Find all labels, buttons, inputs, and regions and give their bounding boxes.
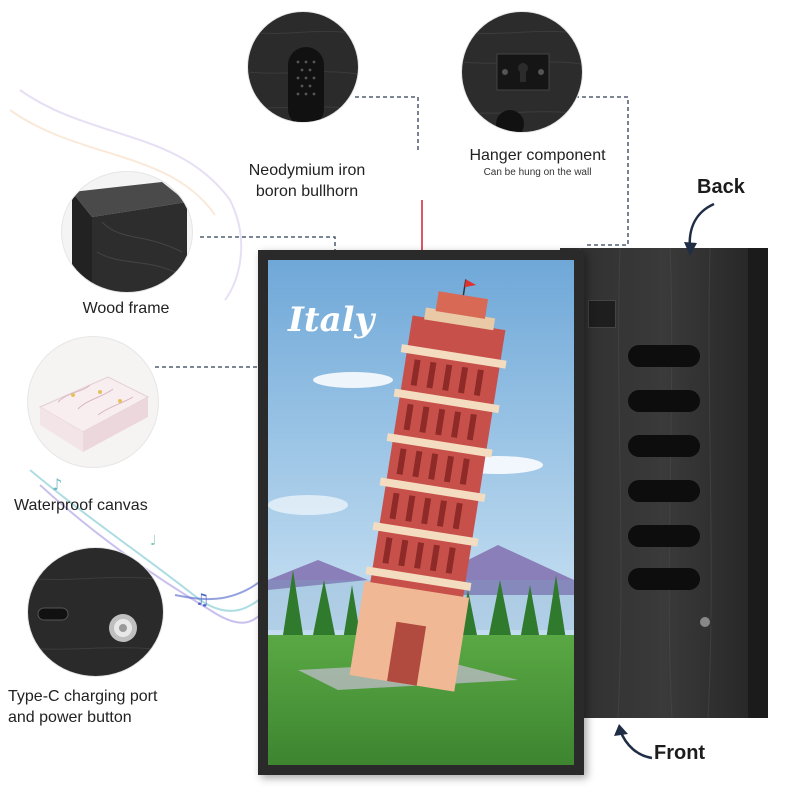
back-arrow-icon	[684, 202, 715, 256]
canvas-callout-label: Waterproof canvas	[14, 497, 148, 514]
speaker-label-line1: Neodymium iron	[248, 162, 366, 179]
port-closeup-image	[28, 548, 163, 676]
hanger-label-title: Hanger component	[469, 147, 606, 164]
back-speaker-grille-6	[628, 568, 700, 590]
poster-frame	[258, 250, 584, 775]
port-label-line1: Type-C charging port	[8, 688, 158, 705]
port-label-line2: and power button	[8, 709, 132, 726]
poster-title: Italy	[288, 300, 375, 340]
front-arrow-icon	[614, 724, 653, 760]
speaker-closeup-image	[248, 12, 358, 122]
svg-text:♩: ♩	[150, 533, 157, 549]
front-view-label: Front	[654, 742, 706, 764]
back-speaker-grille-5	[628, 525, 700, 547]
svg-text:♪: ♪	[52, 475, 62, 494]
back-speaker-grille-3	[628, 435, 700, 457]
back-power-button	[698, 615, 712, 629]
speaker-callout-label: Neodymium iron boron bullhorn	[232, 160, 382, 202]
port-callout-label: Type-C charging port and power button	[8, 686, 157, 728]
back-speaker-grille-4	[628, 480, 700, 502]
hanger-callout-label: Hanger component Can be hung on the wall	[450, 145, 625, 180]
back-speaker-grille-1	[628, 345, 700, 367]
speaker-label-line2: boron bullhorn	[255, 183, 359, 200]
hanger-label-subtitle: Can be hung on the wall	[483, 167, 592, 178]
svg-text:♫: ♫	[195, 590, 209, 609]
wood-frame-callout-label: Wood frame	[82, 300, 170, 317]
hanger-closeup-image	[462, 12, 582, 132]
wood-frame-closeup-image	[62, 172, 192, 292]
canvas-closeup-image	[28, 337, 158, 467]
back-view-label: Back	[697, 176, 745, 198]
back-speaker-grille-2	[628, 390, 700, 412]
back-hanger-plate	[588, 300, 616, 328]
